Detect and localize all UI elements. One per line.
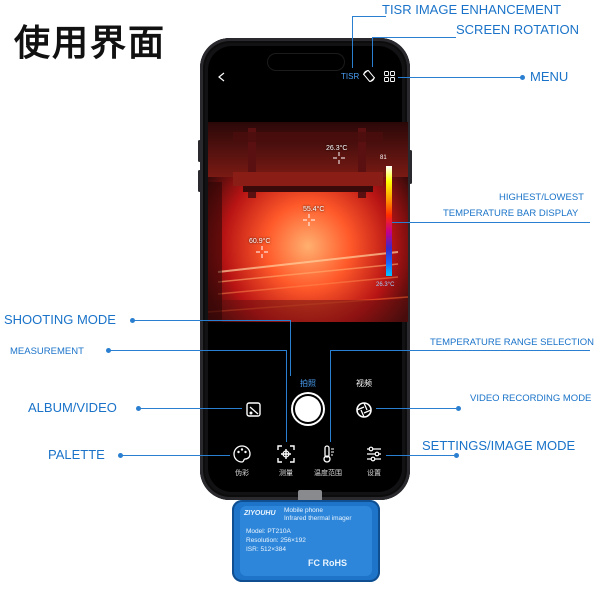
center-temp-label: 55.4°C [303, 206, 325, 213]
power-button [409, 150, 412, 184]
screen-rotation-icon[interactable] [362, 69, 376, 83]
device-brand: ZIYOUHU [244, 510, 276, 517]
callout-settings: SETTINGS/IMAGE MODE [422, 438, 576, 453]
spot-temp-label: 60.9°C [249, 238, 271, 245]
callout-album-video: ALBUM/VIDEO [28, 400, 117, 415]
device-model: Model: PT210A [246, 528, 291, 535]
callout-menu-dot [520, 75, 525, 80]
toolbar-temp-range-label: 温度范围 [314, 470, 342, 477]
callout-rotation-line [372, 37, 456, 38]
callout-menu: MENU [530, 69, 569, 84]
callout-tisr: TISR IMAGE ENHANCEMENT [382, 2, 562, 17]
callout-shooting-vline [290, 320, 291, 376]
toolbar-settings-label: 设置 [367, 470, 381, 477]
callout-temp-bar-1: HIGHEST/LOWEST [499, 192, 584, 203]
callout-temp-range-line [330, 350, 590, 351]
temp-bar-high-label: 81 [380, 155, 387, 161]
palette-icon[interactable] [232, 444, 252, 464]
temp-bar-low-label: 26.3°C [376, 282, 395, 288]
measure-icon[interactable] [276, 444, 296, 464]
device-resolution: Resolution: 256×192 [246, 537, 306, 544]
callout-temp-bar-2: TEMPERATURE BAR DISPLAY [443, 208, 579, 219]
callout-settings-dot [454, 453, 459, 458]
high-temp-crosshair-icon [333, 152, 345, 164]
tisr-toggle[interactable]: TISR [341, 72, 360, 81]
thermometer-icon[interactable] [318, 444, 338, 464]
volume-down-button [198, 170, 201, 192]
tab-video-mode[interactable]: 视频 [356, 379, 372, 388]
callout-tisr-line [352, 16, 386, 17]
callout-temp-bar-line [392, 222, 590, 223]
page-title: 使用界面 [14, 23, 167, 64]
back-arrow-icon[interactable] [217, 72, 227, 82]
callout-measurement-line [108, 350, 286, 351]
thermal-image-view[interactable] [208, 122, 408, 322]
callout-shooting-line [132, 320, 290, 321]
callout-measurement-vline [286, 350, 287, 442]
volume-up-button [198, 140, 201, 162]
callout-rotation: SCREEN ROTATION [456, 22, 580, 37]
aperture-icon[interactable] [354, 400, 374, 420]
spot-crosshair-icon [256, 246, 268, 258]
callout-rotation-vline [372, 37, 373, 67]
highest-temp-label: 26.3°C [326, 145, 348, 152]
dynamic-island [268, 54, 344, 70]
callout-temp-range: TEMPERATURE RANGE SELECTION [430, 337, 594, 348]
callout-menu-line [398, 77, 524, 78]
callout-settings-line [386, 455, 454, 456]
device-isr: ISR: 512×384 [246, 546, 286, 553]
callout-shooting-dot [130, 318, 135, 323]
callout-measurement-dot [106, 348, 111, 353]
callout-video-line [376, 408, 456, 409]
tab-photo-mode[interactable]: 拍照 [300, 379, 316, 388]
callout-temp-range-vline [330, 350, 331, 442]
device-product-name: Mobile phone Infrared thermal imager [284, 507, 374, 523]
callout-shooting-mode: SHOOTING MODE [4, 312, 116, 327]
callout-tisr-vline [352, 16, 353, 68]
callout-palette: PALETTE [48, 447, 105, 462]
callout-video-recording: VIDEO RECORDING MODE [470, 393, 592, 404]
center-crosshair-icon [303, 214, 315, 226]
callout-video-dot [456, 406, 461, 411]
toolbar-measure-label: 测量 [279, 470, 293, 477]
temperature-color-bar [386, 166, 392, 276]
toolbar-palette-label: 伪彩 [235, 470, 249, 477]
device-label-panel [240, 506, 372, 576]
settings-sliders-icon[interactable] [364, 444, 384, 464]
callout-palette-dot [118, 453, 123, 458]
shutter-button[interactable] [295, 396, 321, 422]
device-certification: FC RoHS [308, 558, 347, 568]
callout-palette-line [120, 455, 230, 456]
album-icon[interactable] [244, 400, 264, 420]
callout-measurement: MEASUREMENT [10, 346, 84, 357]
device-name-line1: Mobile phone [284, 507, 324, 514]
callout-album-line [138, 408, 242, 409]
menu-grid-icon[interactable] [384, 71, 395, 82]
callout-album-dot [136, 406, 141, 411]
device-name-line2: Infrared thermal imager [284, 515, 352, 522]
